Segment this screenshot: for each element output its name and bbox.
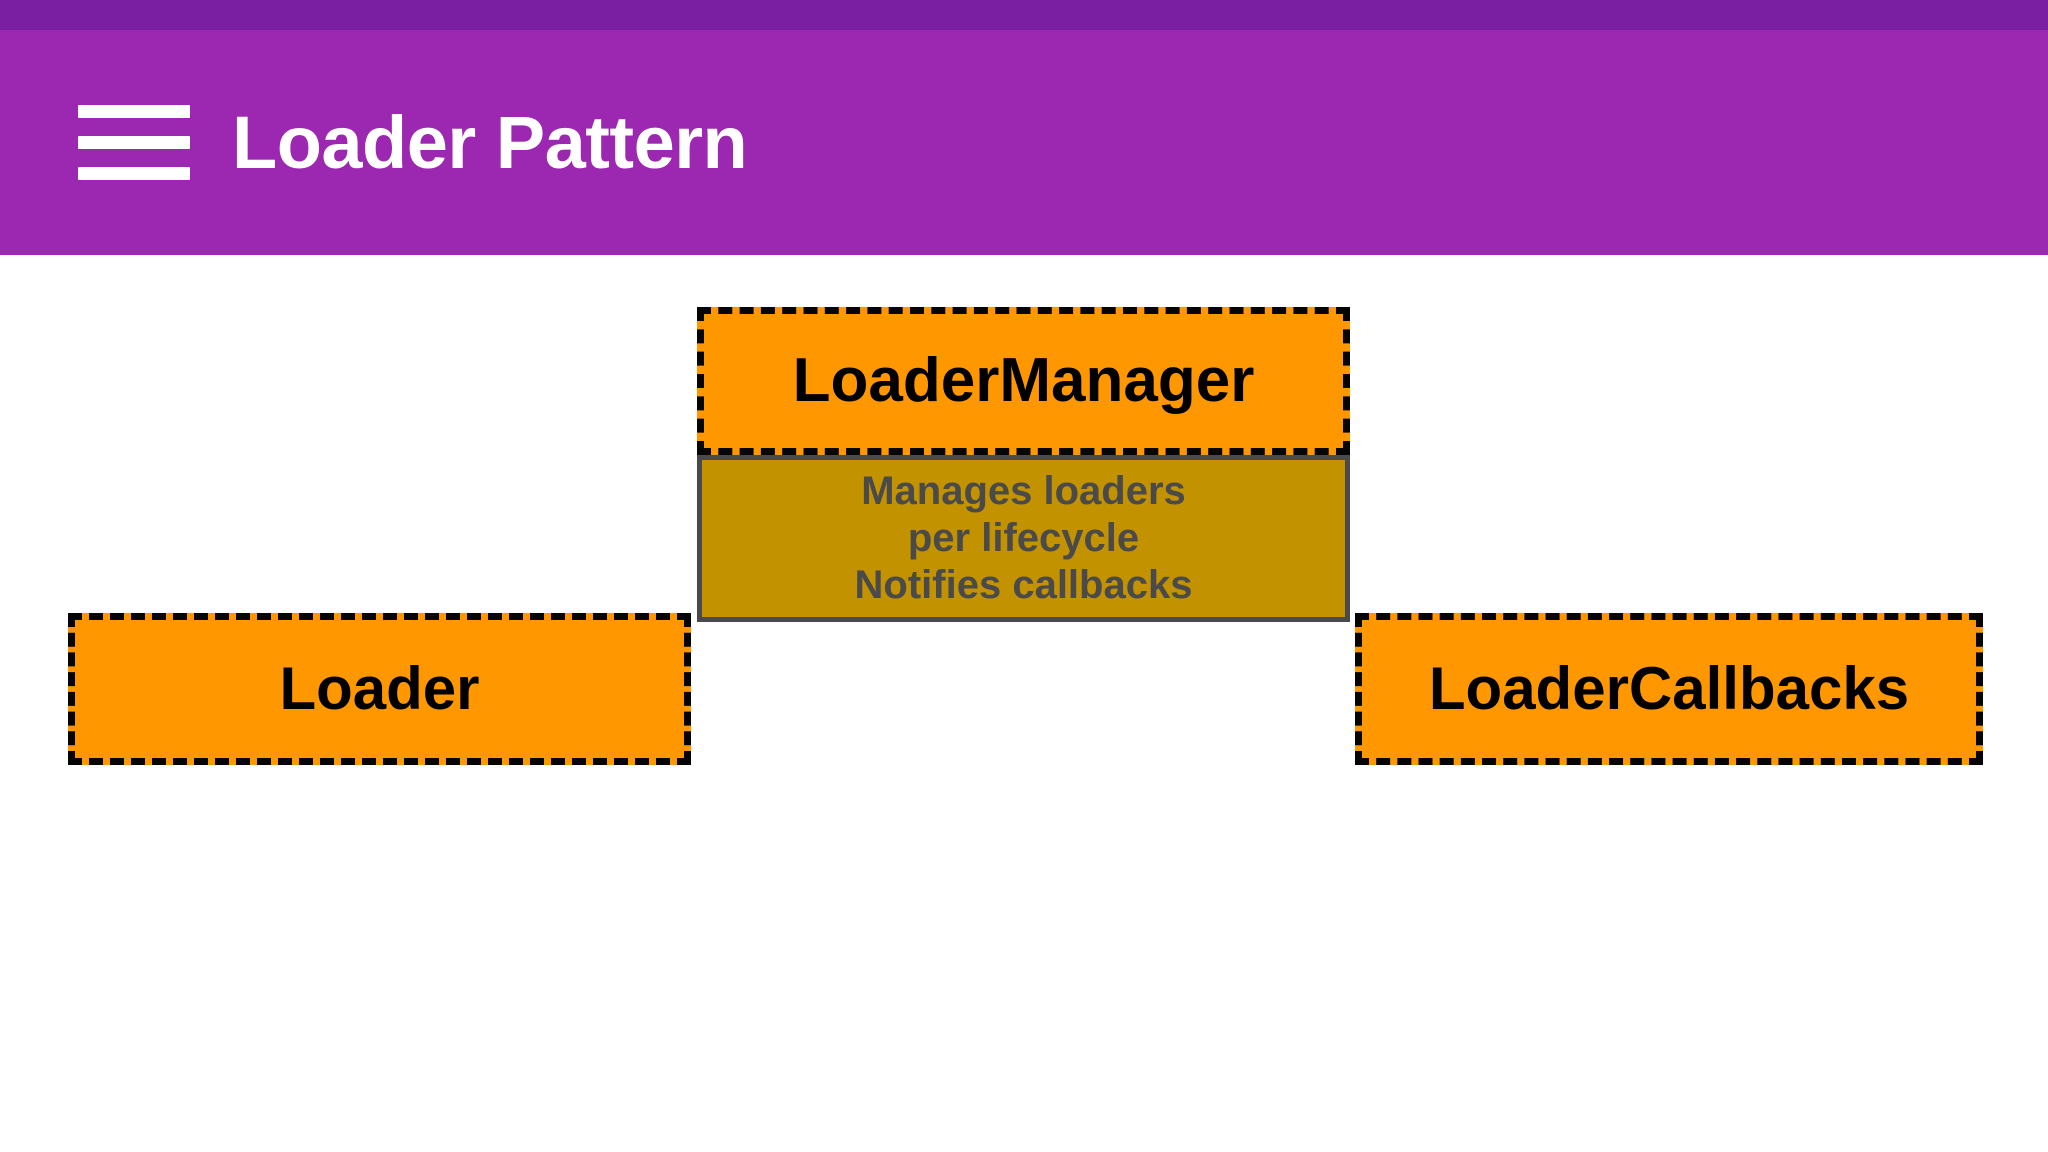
diagram-node-label: LoaderCallbacks: [1428, 655, 1910, 722]
diagram-node-loadermanager[interactable]: LoaderManager: [697, 307, 1350, 455]
detail-line: Notifies callbacks: [854, 563, 1193, 608]
detail-line: Manages loaders: [861, 468, 1186, 513]
diagram-canvas: LoaderManager Manages loaders per lifecy…: [0, 255, 2048, 1152]
app-title: Loader Pattern: [232, 100, 748, 184]
hamburger-bar-top: [78, 105, 190, 118]
diagram-node-label: Loader: [279, 655, 480, 722]
diagram-node-label: LoaderManager: [792, 346, 1255, 415]
diagram-node-detail-loadermanager: Manages loaders per lifecycle Notifies c…: [697, 455, 1350, 622]
detail-line: per lifecycle: [907, 515, 1140, 560]
hamburger-bar-bottom: [78, 167, 190, 180]
hamburger-menu-icon[interactable]: [78, 101, 190, 185]
diagram-node-loadercallbacks[interactable]: LoaderCallbacks: [1355, 613, 1983, 765]
hamburger-bar-middle: [78, 136, 190, 149]
status-bar: [0, 0, 2048, 30]
app-bar: Loader Pattern: [0, 30, 2048, 255]
diagram-node-loader[interactable]: Loader: [68, 613, 691, 765]
